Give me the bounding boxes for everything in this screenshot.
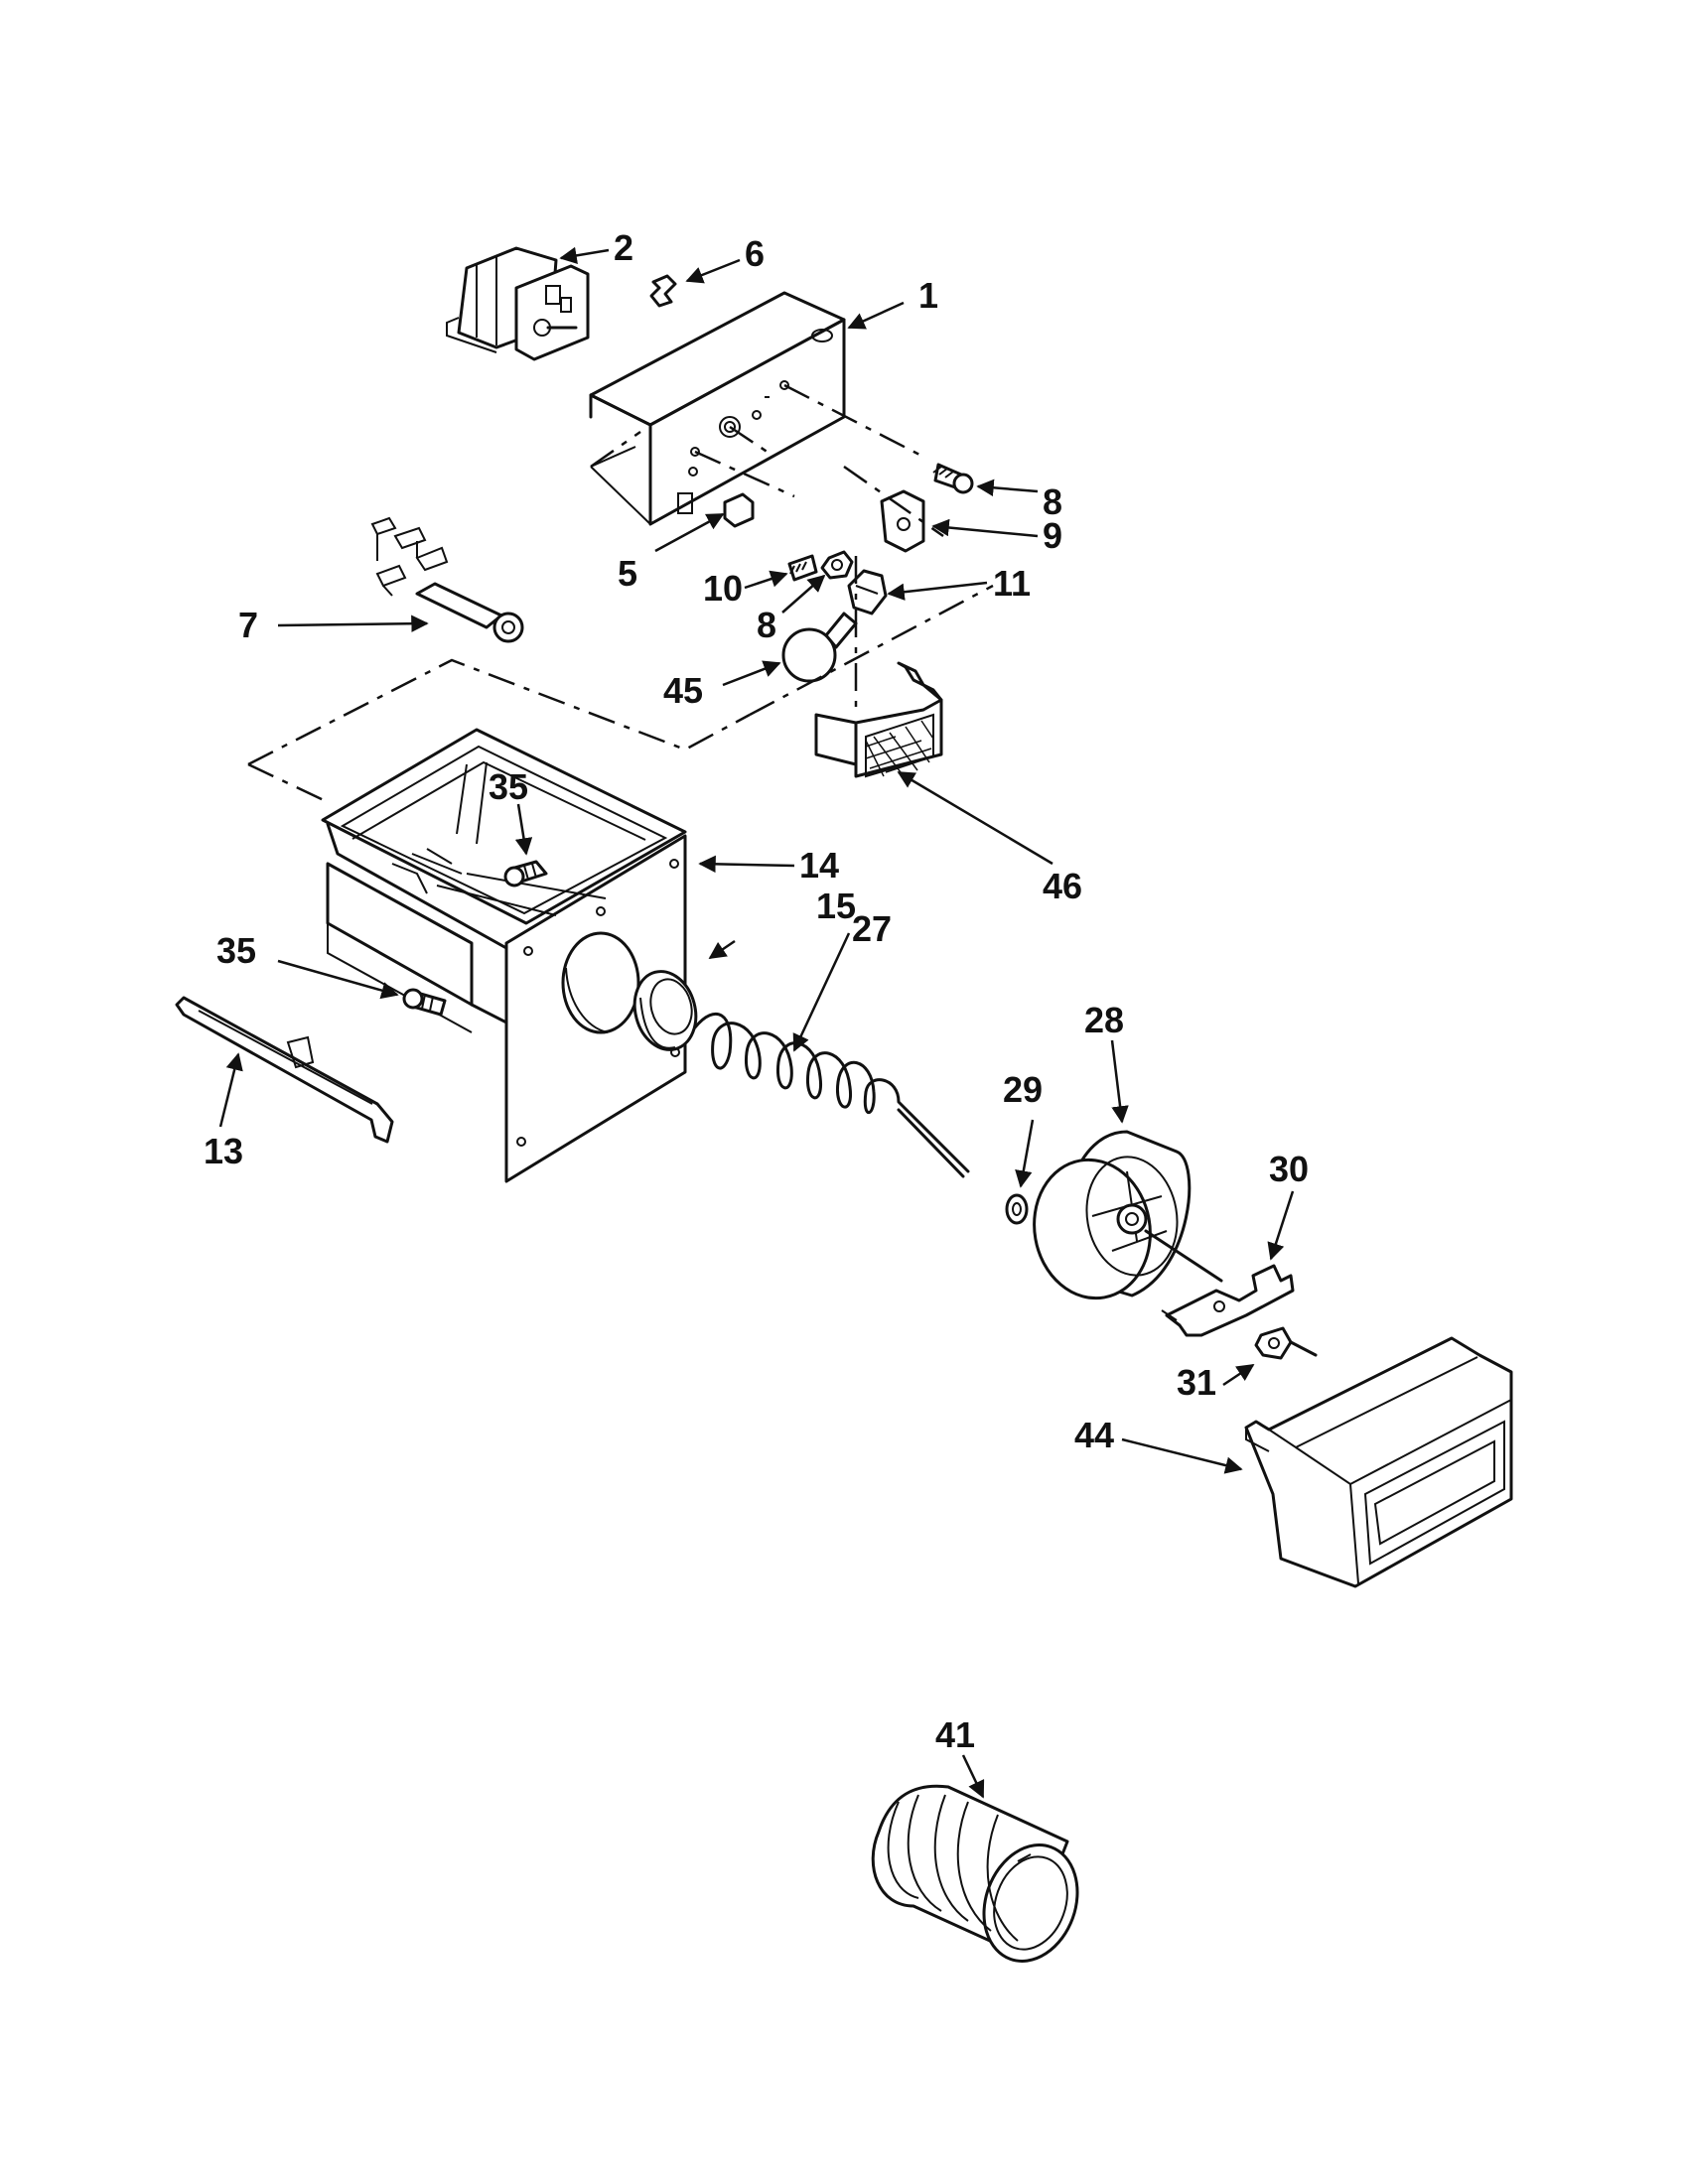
callout-8-lower: 8 — [757, 605, 776, 645]
callout-13: 13 — [204, 1131, 243, 1171]
callout-8-upper: 8 — [1043, 481, 1062, 522]
washer-part-29 — [1005, 1193, 1029, 1225]
ring-part-15 — [632, 970, 698, 1051]
bracket-part-9 — [880, 489, 925, 553]
callout-15: 15 — [816, 886, 856, 926]
block-part-5 — [723, 492, 755, 528]
callout-28: 28 — [1084, 1000, 1124, 1040]
callout-45: 45 — [663, 670, 703, 711]
auger-spring-part-27 — [693, 1012, 970, 1178]
leader-lines — [218, 246, 1295, 1799]
filter-part-46 — [814, 661, 943, 778]
mounting-outline — [247, 658, 751, 766]
callout-35-upper: 35 — [489, 766, 528, 807]
callout-9: 9 — [1043, 515, 1062, 556]
motor-part-2 — [446, 246, 590, 361]
bucket-housing-part-14 — [321, 728, 687, 1183]
nut-part-8-lower — [820, 550, 854, 580]
callout-7: 7 — [238, 605, 258, 645]
thermostat-part-7 — [370, 516, 524, 643]
bracket-part-30 — [1161, 1264, 1295, 1337]
cover-part-44 — [1244, 1336, 1513, 1588]
screw-part-8-upper — [932, 463, 974, 494]
screw-part-35-upper — [503, 860, 548, 887]
rail-part-13 — [175, 996, 394, 1144]
callout-46: 46 — [1043, 866, 1082, 906]
callout-44: 44 — [1074, 1415, 1114, 1455]
callout-29: 29 — [1003, 1069, 1043, 1110]
callout-2: 2 — [614, 227, 633, 268]
callout-27: 27 — [852, 908, 892, 949]
callout-5: 5 — [618, 553, 637, 594]
screw-part-10 — [787, 554, 818, 582]
bulb-part-45 — [781, 612, 858, 683]
clip-part-6 — [649, 274, 677, 308]
housing-part-1 — [589, 291, 846, 526]
drum-part-28 — [1033, 1130, 1223, 1300]
callout-41: 41 — [935, 1714, 975, 1755]
callout-labels: 1 2 6 8 9 5 10 8 11 7 45 46 35 14 15 27 … — [204, 227, 1309, 1755]
callout-31: 31 — [1177, 1362, 1216, 1403]
tube-part-41 — [871, 1784, 1079, 1963]
screw-part-35-lower — [402, 988, 447, 1017]
callout-1: 1 — [918, 275, 938, 316]
callout-35-lower: 35 — [216, 930, 256, 971]
callout-14: 14 — [799, 845, 839, 886]
callout-6: 6 — [745, 233, 765, 274]
nut-part-31 — [1254, 1326, 1318, 1360]
callout-30: 30 — [1269, 1149, 1309, 1189]
callout-10: 10 — [703, 568, 743, 609]
callout-11: 11 — [993, 563, 1031, 604]
lamp-socket-part-11 — [847, 569, 888, 615]
